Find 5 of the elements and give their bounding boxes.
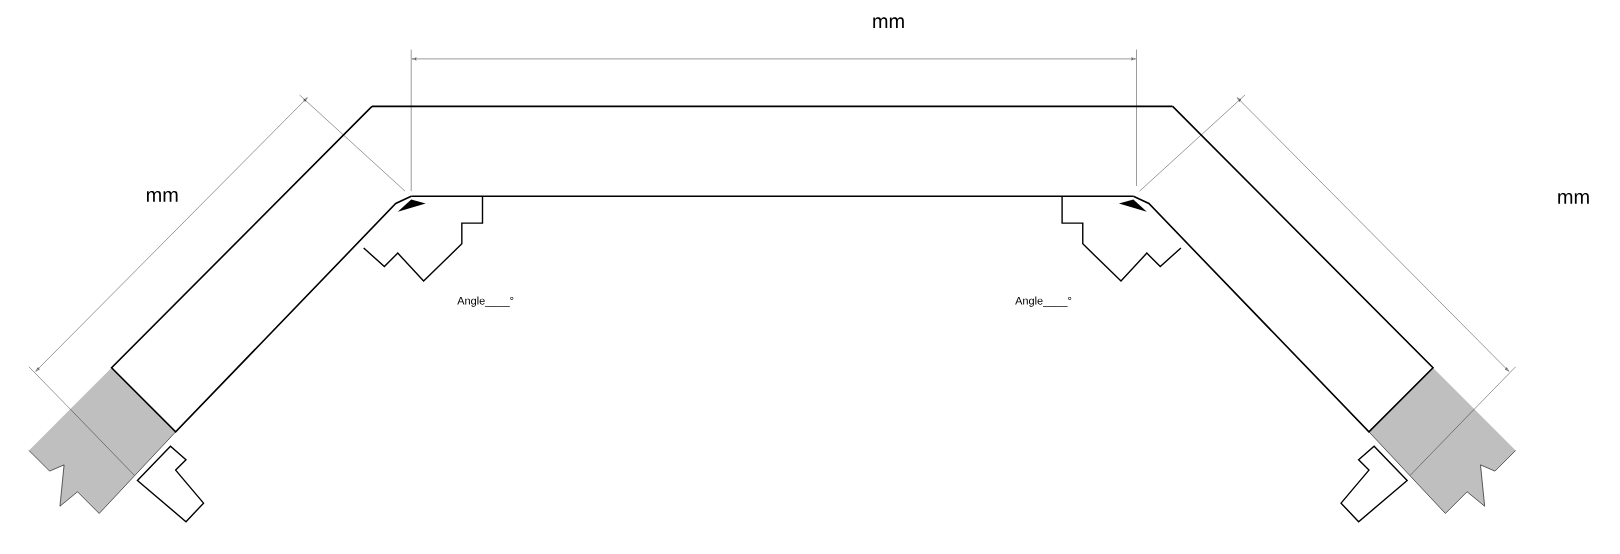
angle-label: Angle____° [457,296,514,307]
dimension-label: mm [873,17,904,29]
dimension-label: mm [146,191,178,202]
dimension-label: mm [1558,193,1589,204]
angle-label: Angle____° [1015,296,1072,307]
